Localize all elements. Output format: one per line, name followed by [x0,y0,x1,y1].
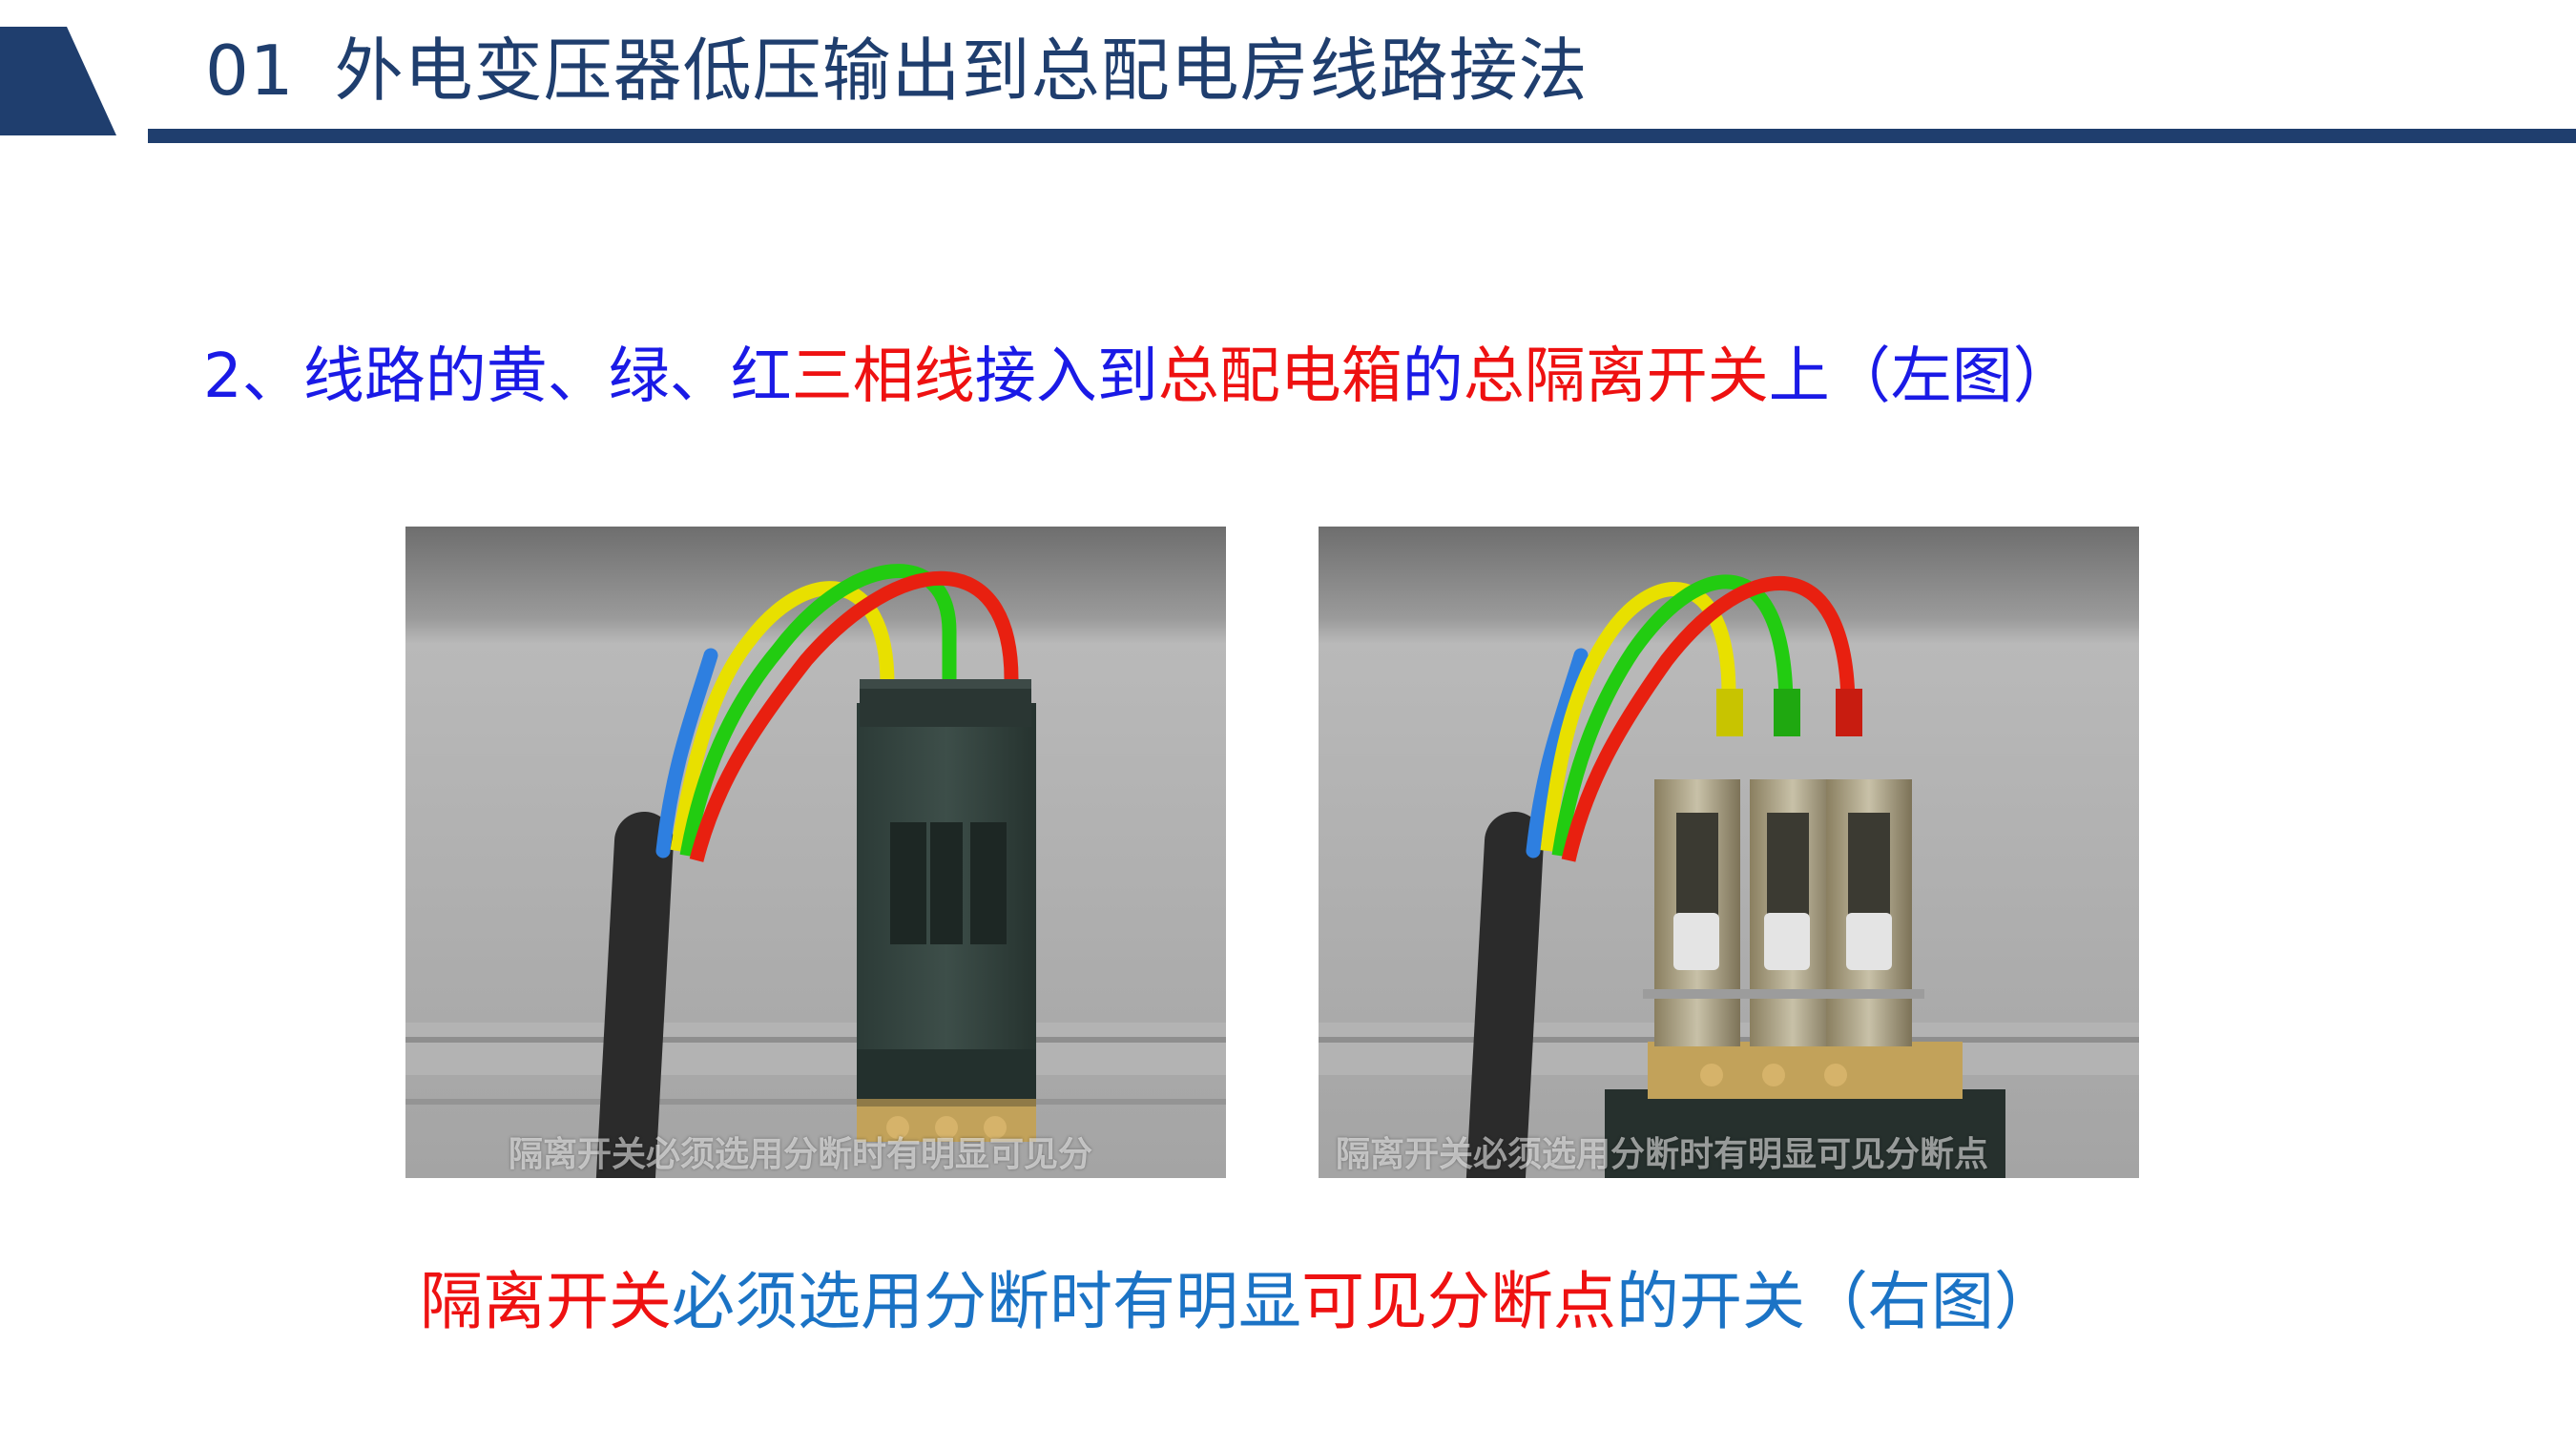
header-rule [148,129,2576,143]
caption-part: 隔离开关 [420,1265,672,1338]
caption-part: 必须选用分断时有明显 [672,1265,1301,1338]
subtitle-part: 总配电箱 [1157,341,1402,412]
page-title: 01 外电变压器低压输出到总配电房线路接法 [205,23,1589,118]
image-overlay-caption: 隔离开关必须选用分断时有明显可见分 [509,1134,1093,1174]
closed-isolator-switch-image: 隔离开关必须选用分断时有明显可见分 [405,527,1226,1178]
open-switch-illustration [1319,527,2139,1178]
caption-part: 的开关（右图） [1616,1265,2057,1338]
section-number: 01 [205,31,295,111]
subtitle-part: 的 [1402,341,1464,412]
point-2-subtitle: 2、线路的黄、绿、红三相线接入到总配电箱的总隔离开关上（左图） [203,324,2074,429]
subtitle-part: 上（左图） [1768,341,2074,412]
subtitle-part: 三相线 [791,341,975,412]
image-overlay-caption: 隔离开关必须选用分断时有明显可见分断点 [1336,1134,1989,1174]
open-isolator-switch-image: 隔离开关必须选用分断时有明显可见分断点 [1319,527,2139,1178]
closed-switch-illustration [405,527,1226,1178]
caption-part: 可见分断点 [1301,1265,1616,1338]
header-corner-shape [0,27,116,135]
section-title: 外电变压器低压输出到总配电房线路接法 [334,31,1589,111]
subtitle-part: 总隔离开关 [1463,341,1769,412]
subtitle-part: 2、线路的黄、绿、红 [203,341,792,412]
bottom-caption: 隔离开关必须选用分断时有明显可见分断点的开关（右图） [420,1245,2057,1359]
subtitle-part: 接入到 [974,341,1158,412]
